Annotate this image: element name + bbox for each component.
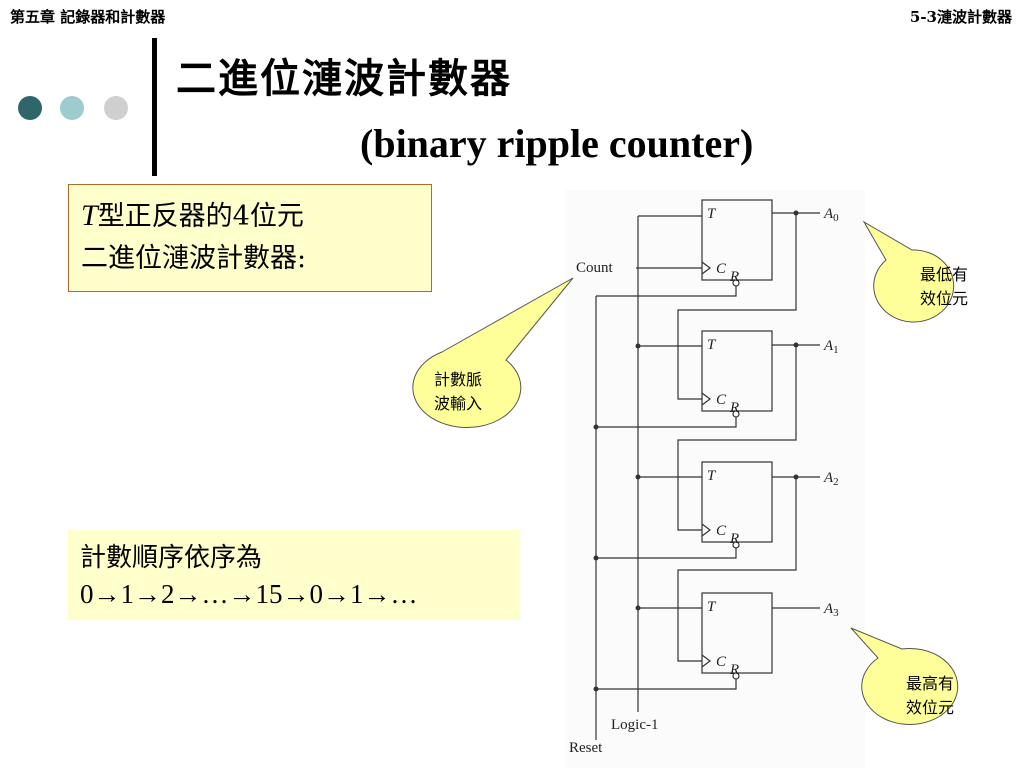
callout-input-text: 計數脈 波輸入	[408, 368, 508, 416]
t-italic: T	[81, 199, 98, 232]
r-label-ff0: R	[729, 269, 739, 285]
svg-text:A1: A1	[823, 338, 839, 356]
c-label-ff1: C	[716, 392, 727, 408]
decor-dot-gray	[104, 96, 128, 120]
title-divider	[152, 38, 157, 176]
sequence-heading: 計數順序依序為	[80, 543, 263, 573]
t-label-ff0: T	[707, 206, 717, 222]
callout-input-line1: 計數脈	[433, 370, 482, 389]
description-line2: 二進位漣波計數器:	[81, 243, 307, 274]
section-header: 5-3漣波計數器	[909, 8, 1012, 26]
callout-msb-line2: 效位元	[905, 698, 954, 717]
output-a3: A	[823, 601, 834, 617]
output-a0: A	[823, 206, 834, 222]
slide-subtitle: (binary ripple counter)	[360, 121, 754, 166]
callout-lsb-line2: 效位元	[919, 289, 968, 308]
chapter-header: 第五章 記錄器和計數器	[10, 8, 166, 26]
output-a1-sub: 1	[833, 344, 839, 356]
reset-label: Reset	[569, 740, 603, 756]
sequence-values: 0→1→2→…→15→0→1→…	[80, 579, 418, 609]
r-label-ff2: R	[729, 531, 739, 547]
callout-lsb-line1: 最低有	[919, 265, 968, 284]
c-label-ff0: C	[716, 261, 727, 277]
output-a0-sub: 0	[833, 212, 839, 224]
svg-text:A3: A3	[823, 601, 839, 619]
t-label-ff3: T	[707, 599, 717, 615]
t-label-ff2: T	[707, 468, 717, 484]
r-label-ff3: R	[729, 662, 739, 678]
r-label-ff1: R	[729, 400, 739, 416]
ripple-counter-diagram: Count Logic-1 Reset T T T T C C C C R R …	[565, 190, 865, 768]
decor-dot-dark	[18, 96, 42, 120]
callout-input-line2: 波輸入	[433, 394, 482, 413]
output-a1: A	[823, 338, 834, 354]
c-label-ff3: C	[716, 654, 727, 670]
svg-text:A0: A0	[823, 206, 839, 224]
c-label-ff2: C	[716, 523, 727, 539]
description-line1: 型正反器的4位元	[97, 201, 304, 232]
logic-label: Logic-1	[611, 717, 658, 733]
output-a3-sub: 3	[833, 607, 839, 619]
callout-msb-line1: 最高有	[905, 674, 954, 693]
sequence-box: 計數順序依序為 0→1→2→…→15→0→1→…	[68, 530, 520, 620]
output-a2: A	[823, 470, 834, 486]
slide-title: 二進位漣波計數器	[176, 55, 512, 102]
decor-dot-light	[60, 96, 84, 120]
output-a2-sub: 2	[833, 476, 839, 488]
svg-text:A2: A2	[823, 470, 839, 488]
description-box: T型正反器的4位元 二進位漣波計數器:	[68, 184, 432, 292]
t-label-ff1: T	[707, 337, 717, 353]
callout-msb-text: 最高有 效位元	[880, 672, 980, 720]
callout-lsb-text: 最低有 效位元	[894, 263, 994, 311]
count-label: Count	[576, 260, 614, 276]
